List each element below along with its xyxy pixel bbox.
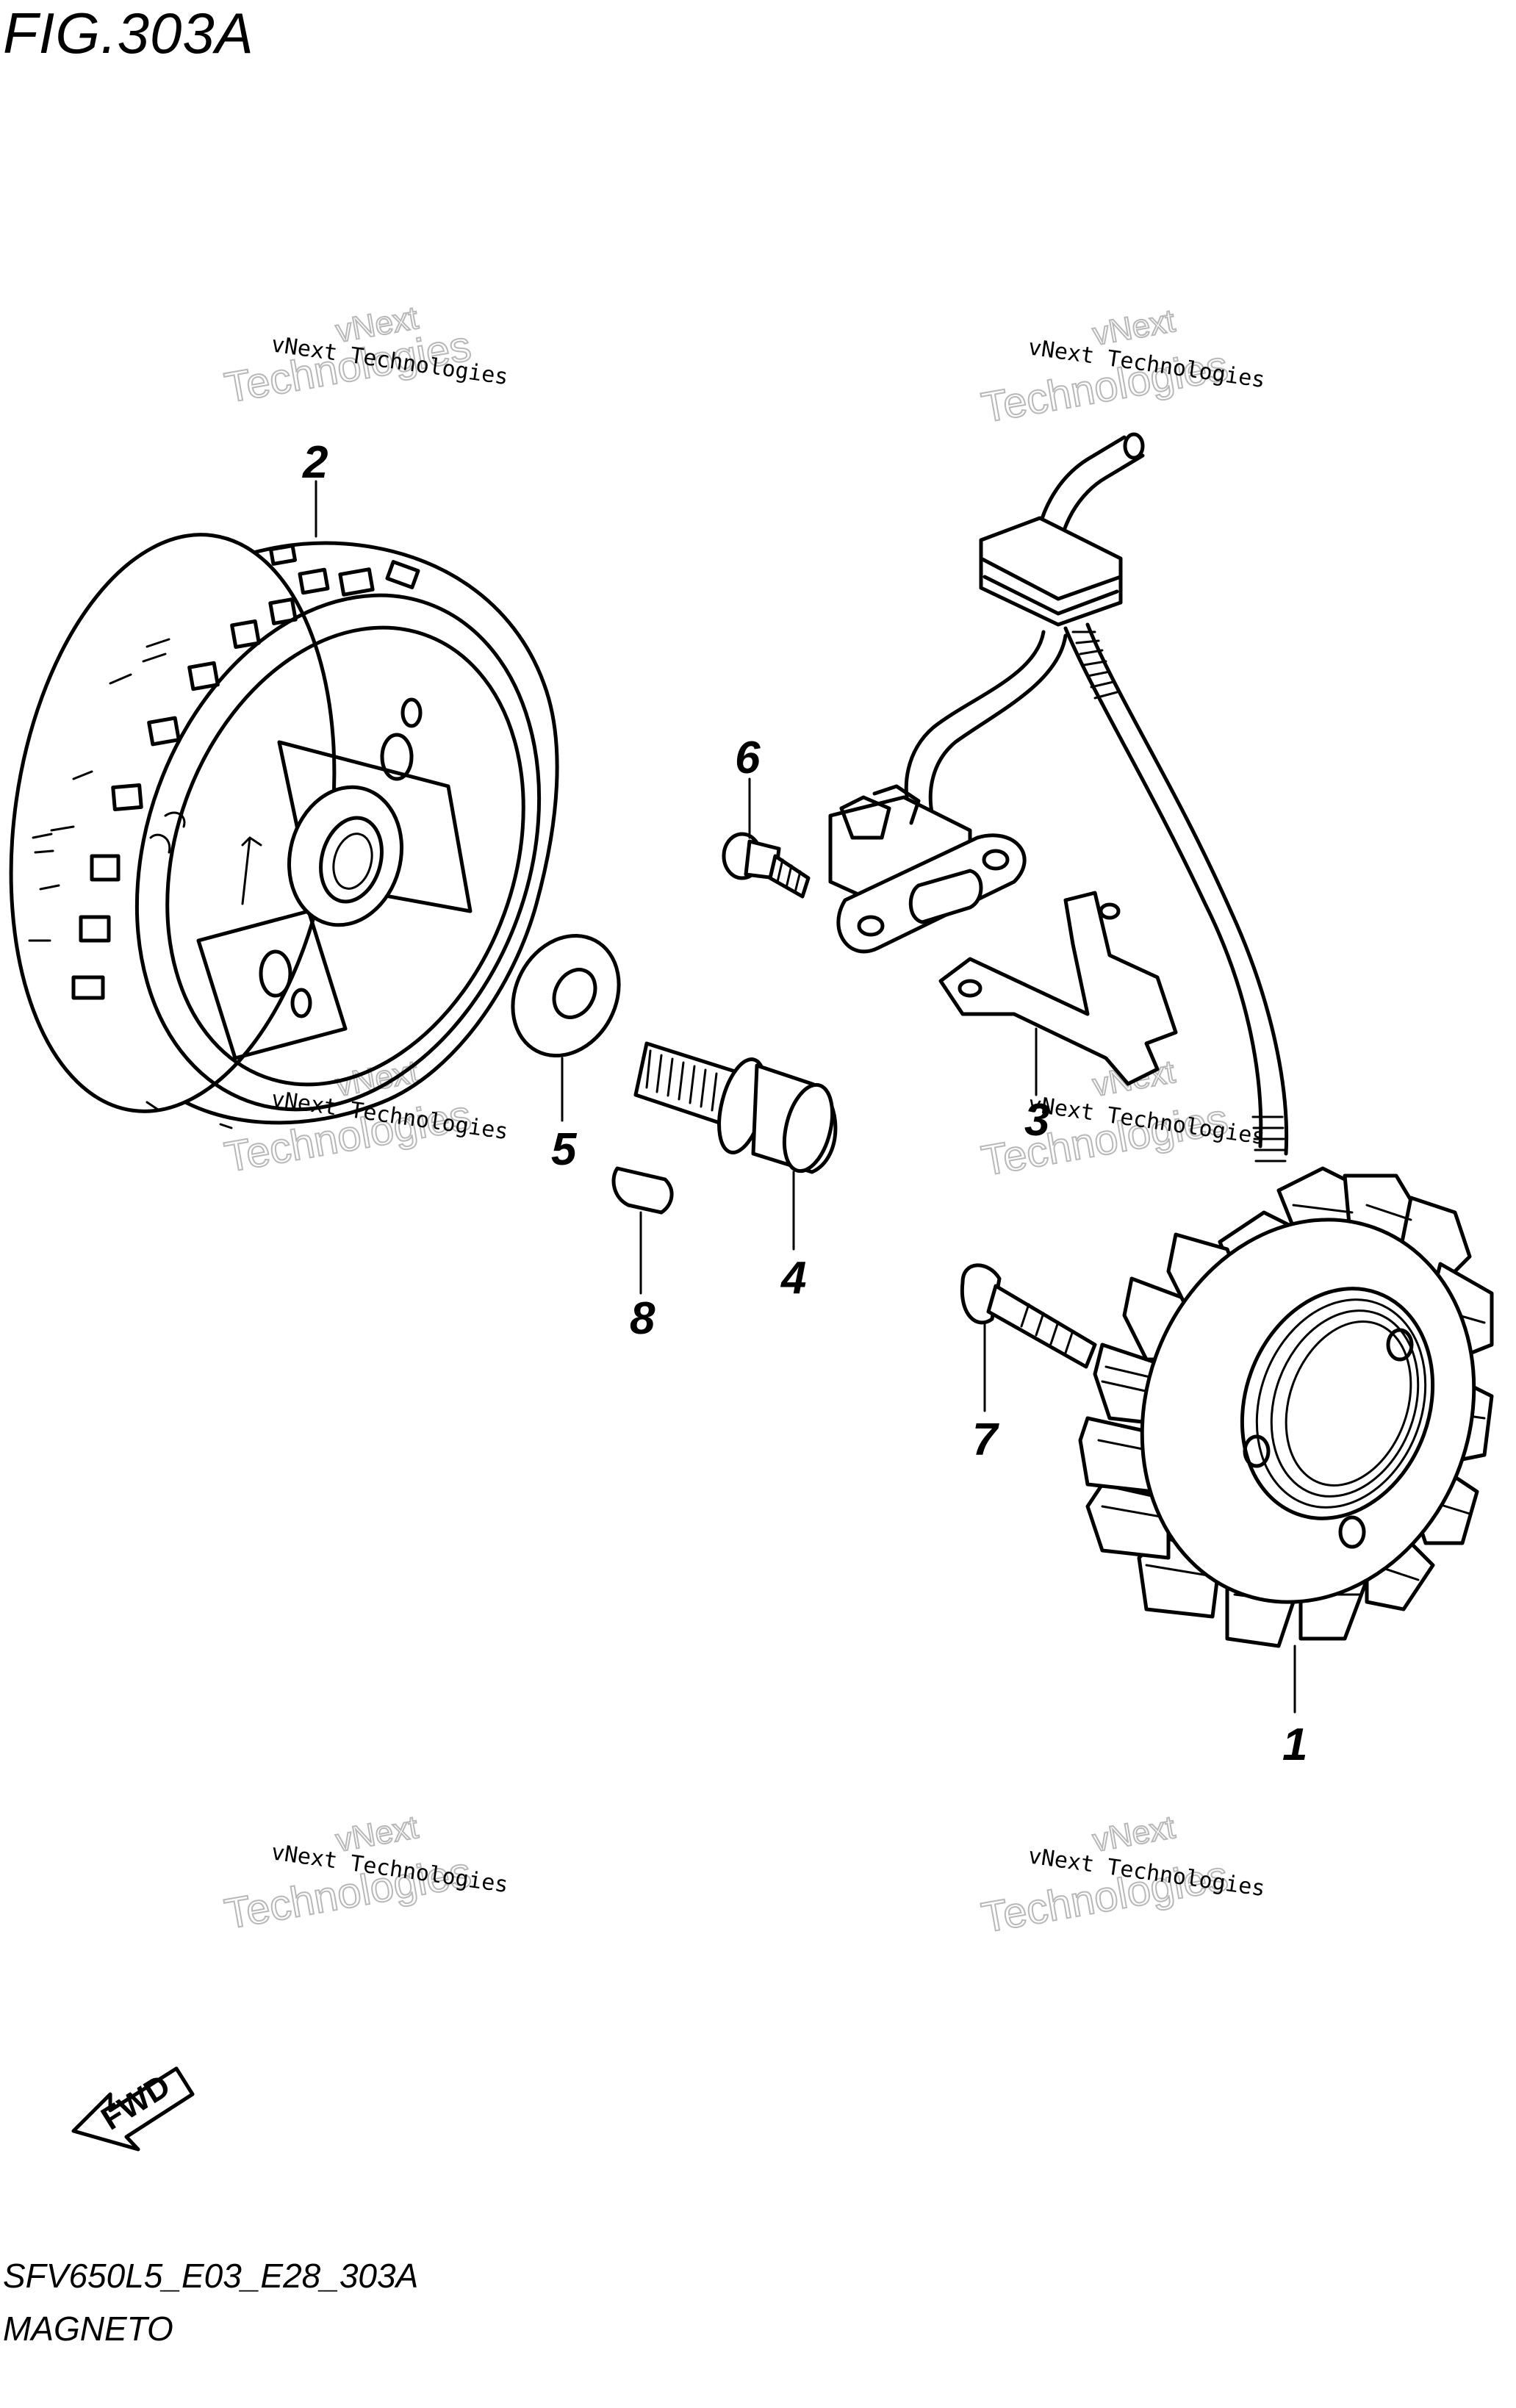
- leader-lines: [315, 480, 1296, 1714]
- screw-part: [722, 832, 811, 899]
- callout-4: 4: [780, 1253, 806, 1304]
- rotor-part: [9, 533, 559, 1129]
- figure-title: FIG.303A: [3, 1, 254, 65]
- rotor-bolt-part: [633, 1041, 838, 1174]
- washer-part: [511, 933, 621, 1058]
- callout-3: 3: [1024, 1095, 1049, 1146]
- callout-5: 5: [551, 1124, 578, 1175]
- callout-1: 1: [1282, 1719, 1307, 1770]
- stator-part: [1078, 1166, 1494, 1648]
- callout-2: 2: [302, 437, 328, 488]
- figure-name: MAGNETO: [3, 2310, 173, 2348]
- callout-7: 7: [972, 1415, 999, 1465]
- stator-bolt-part: [960, 1263, 1097, 1369]
- key-part: [611, 1166, 674, 1215]
- watermark-vnext: vNext: [1090, 1809, 1177, 1859]
- watermark-top-right: Technologies vNext vNext Technologies: [977, 302, 1267, 433]
- callout-numbers: 2 6 5 3 4 8 7 1: [302, 437, 1307, 1770]
- pickup-bracket-part: [828, 432, 1289, 1162]
- forward-direction-arrow: FWD: [71, 2066, 195, 2152]
- watermark-top-left: Technologies vNext vNext Technologies: [220, 299, 510, 413]
- figure-code: SFV650L5_E03_E28_303A: [3, 2257, 419, 2295]
- watermark-bottom-left: Technologies vNext vNext Technologies: [220, 1808, 510, 1939]
- watermark-bottom-right: Technologies vNext vNext Technologies: [977, 1808, 1267, 1943]
- callout-6: 6: [735, 733, 761, 783]
- callout-8: 8: [630, 1293, 655, 1344]
